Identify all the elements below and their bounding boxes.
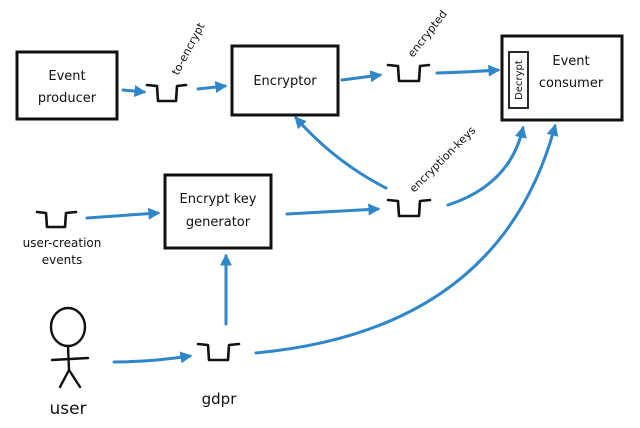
gdpr-topic-icon	[196, 342, 241, 362]
event-consumer-label-line2: consumer	[539, 76, 604, 91]
to-encrypt-label: to-encrypt	[169, 20, 208, 77]
encryption-keys-topic-icon	[386, 198, 432, 218]
encryption-keys-label: encryption-keys	[407, 124, 478, 195]
arrow-topic-to-encryptor	[196, 81, 228, 94]
event-producer-label-line2: producer	[38, 91, 97, 106]
user-creation-label-line2: events	[42, 253, 82, 267]
event-producer-box: Event producer	[15, 50, 119, 121]
flow-arrows	[85, 64, 559, 364]
encryptor-box: Encryptor	[230, 44, 340, 117]
user-creation-topic-icon	[35, 210, 78, 229]
arrow-user-creation-to-keygen	[85, 207, 161, 220]
encrypt-key-generator-box: Encrypt key generator	[163, 173, 273, 250]
encrypt-key-generator-label-line2: generator	[186, 215, 251, 230]
arrow-producer-to-topic	[121, 85, 147, 98]
arrow-encryptor-to-encrypted	[340, 70, 383, 83]
arrow-user-to-gdpr	[112, 351, 193, 364]
arrow-keys-to-encryptor	[294, 116, 388, 190]
event-consumer-label-line1: Event	[552, 54, 589, 69]
to-encrypt-topic-icon	[145, 83, 188, 103]
encrypted-label: encrypted	[405, 8, 450, 60]
arrow-encrypted-to-consumer	[435, 64, 501, 77]
decrypt-label: Decrypt	[514, 60, 525, 100]
user-label: user	[49, 399, 86, 419]
arrow-keygen-to-keys	[285, 203, 381, 216]
arrow-gdpr-to-consumer	[254, 123, 559, 355]
encryptor-label: Encryptor	[253, 74, 317, 89]
encrypt-key-generator-label-line1: Encrypt key	[180, 192, 257, 207]
arrow-keys-to-consumer	[446, 125, 527, 207]
event-consumer-box: Decrypt Event consumer	[500, 34, 624, 122]
gdpr-label: gdpr	[202, 390, 238, 408]
decrypt-box	[508, 51, 529, 109]
user-creation-label-line1: user-creation	[23, 236, 102, 250]
encrypted-topic-icon	[386, 63, 431, 83]
event-producer-label-line1: Event	[48, 69, 85, 84]
user-stick-figure-icon	[49, 306, 90, 389]
